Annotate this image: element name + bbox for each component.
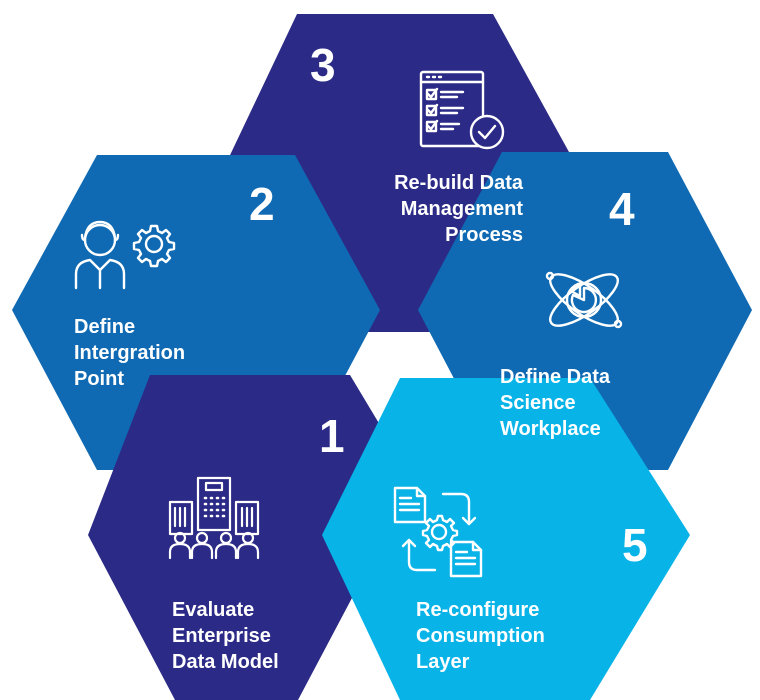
- step-number-4: 4: [609, 183, 635, 235]
- step-4-line-2: Science: [500, 392, 576, 414]
- hexagon-step-1: [88, 375, 383, 700]
- user-gear-icon: [74, 220, 176, 290]
- step-number-1: 1: [319, 410, 345, 462]
- step-1-line-1: Evaluate: [172, 599, 255, 621]
- hexagon-step-5: [322, 378, 690, 700]
- step-3-line-2: Management: [400, 198, 523, 220]
- step-number-5: 5: [622, 519, 648, 571]
- step-number-2: 2: [249, 178, 275, 230]
- enterprise-people-building-icon: [168, 476, 260, 560]
- step-number-3: 3: [310, 39, 336, 91]
- step-4-line-1: Define Data: [500, 366, 611, 388]
- step-label-2: Define Intergration Point: [74, 314, 185, 392]
- step-label-4: Define Data Science Workplace: [500, 364, 610, 442]
- step-3-line-3: Process: [445, 224, 523, 246]
- step-label-3: Re-build Data Management Process: [394, 170, 523, 248]
- step-1-line-3: Data Model: [172, 651, 279, 673]
- checklist-document-icon: [419, 70, 505, 150]
- step-5-line-2: Consumption: [416, 625, 545, 647]
- step-label-5: Re-configure Consumption Layer: [416, 597, 545, 675]
- step-5-line-3: Layer: [416, 651, 470, 673]
- atom-chart-icon: [545, 271, 623, 329]
- step-4-line-3: Workplace: [500, 418, 601, 440]
- step-2-line-1: Define: [74, 316, 136, 338]
- step-5-line-1: Re-configure: [416, 599, 540, 621]
- step-2-line-3: Point: [74, 368, 124, 390]
- step-1-line-2: Enterprise: [172, 625, 271, 647]
- document-exchange-gear-icon: [393, 486, 483, 578]
- step-3-line-1: Re-build Data: [394, 172, 523, 194]
- step-2-line-2: Intergration: [74, 342, 186, 364]
- step-label-1: Evaluate Enterprise Data Model: [172, 597, 279, 675]
